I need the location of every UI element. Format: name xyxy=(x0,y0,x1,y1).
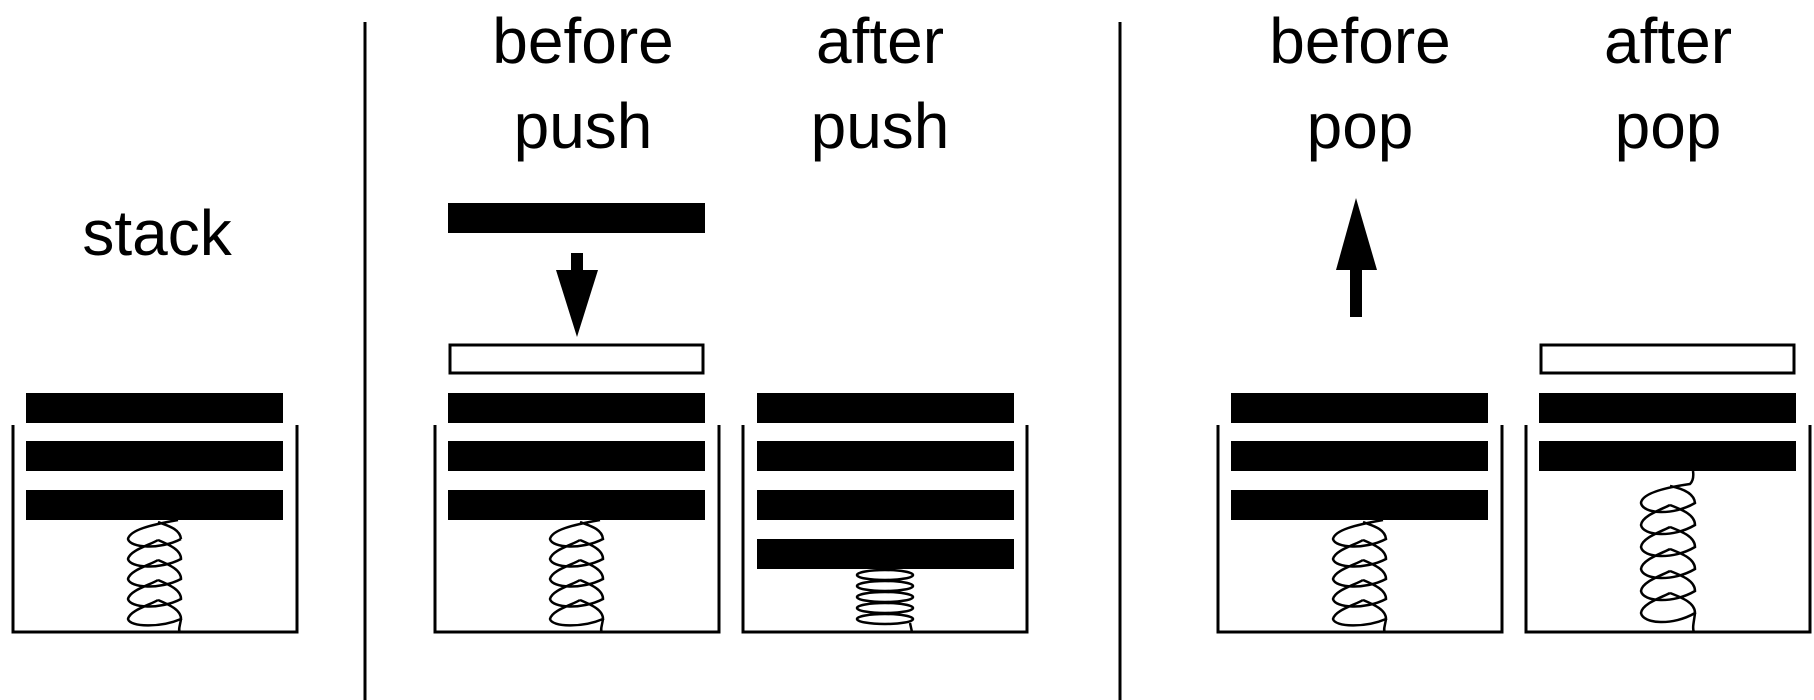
arrow-up-icon xyxy=(1336,198,1377,317)
label-after-pop-line2: pop xyxy=(1615,90,1722,162)
plate xyxy=(757,441,1014,471)
plate xyxy=(26,490,283,520)
empty-slot xyxy=(448,343,705,375)
spring-icon xyxy=(126,518,183,633)
plate xyxy=(757,539,1014,569)
plate xyxy=(1231,393,1488,423)
arrow-down-icon xyxy=(556,253,598,337)
plate xyxy=(26,393,283,423)
plate xyxy=(757,393,1014,423)
panel-before-push xyxy=(433,203,721,634)
plate xyxy=(1231,490,1488,520)
stack-container xyxy=(433,425,721,634)
plate xyxy=(1539,441,1796,471)
plate xyxy=(1539,393,1796,423)
spring-icon xyxy=(1331,518,1388,633)
plate xyxy=(448,393,705,423)
panel-after-push xyxy=(741,393,1029,634)
label-before-pop-line2: pop xyxy=(1307,90,1414,162)
stack-container xyxy=(741,425,1029,634)
plate xyxy=(448,441,705,471)
plate xyxy=(757,490,1014,520)
plate xyxy=(1231,441,1488,471)
incoming-plate xyxy=(448,203,705,233)
label-before-push-line1: before xyxy=(492,5,673,77)
stack-container xyxy=(1524,425,1812,634)
stack-container xyxy=(11,425,299,634)
spring-icon xyxy=(1639,470,1697,633)
label-before-push-line2: push xyxy=(514,90,653,162)
stack-container xyxy=(1216,425,1504,634)
panel-stack xyxy=(11,393,299,634)
spring-icon xyxy=(548,518,605,633)
plate xyxy=(448,490,705,520)
plate xyxy=(26,441,283,471)
spring-icon xyxy=(855,568,915,633)
panel-after-pop xyxy=(1524,343,1812,634)
panel-before-pop xyxy=(1216,198,1504,634)
label-after-push-line2: push xyxy=(811,90,950,162)
label-after-push-line1: after xyxy=(816,5,944,77)
label-after-pop-line1: after xyxy=(1604,5,1732,77)
empty-slot xyxy=(1539,343,1796,375)
label-stack: stack xyxy=(82,197,232,269)
label-before-pop-line1: before xyxy=(1269,5,1450,77)
